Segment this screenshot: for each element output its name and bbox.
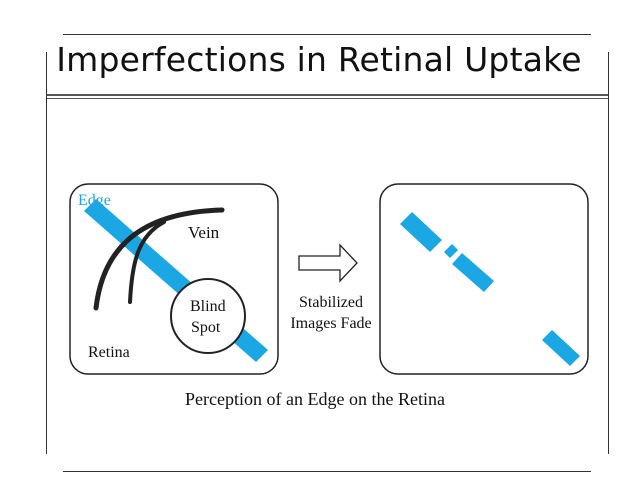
bottom-rule [63, 471, 591, 472]
edge-fragment-1 [400, 212, 442, 252]
edge-fragment-3 [452, 253, 494, 292]
arrow-caption-line1: Stabilized [299, 294, 363, 311]
blind-spot-label-2: Spot [191, 319, 221, 336]
vein-curve-inner [128, 220, 166, 304]
right-border [608, 52, 609, 454]
blind-spot-circle [170, 278, 246, 354]
left-border [46, 52, 47, 454]
edge-fragment-2 [444, 244, 458, 258]
right-arrow [298, 243, 358, 283]
vein-curve-outer [93, 207, 225, 311]
retina-label: Retina [88, 344, 130, 361]
top-rule [63, 34, 591, 35]
title-underline-bottom [46, 98, 608, 99]
slide-title: Imperfections in Retinal Uptake [56, 40, 582, 79]
figure-caption: Perception of an Edge on the Retina [185, 389, 445, 409]
edge-fragment-4 [542, 330, 580, 366]
blind-spot-label-1: Blind [190, 298, 226, 315]
title-underline-top [46, 94, 608, 96]
vein-label: Vein [188, 223, 220, 242]
arrow-caption-line2: Images Fade [290, 315, 371, 332]
edge-label: Edge [78, 192, 111, 209]
